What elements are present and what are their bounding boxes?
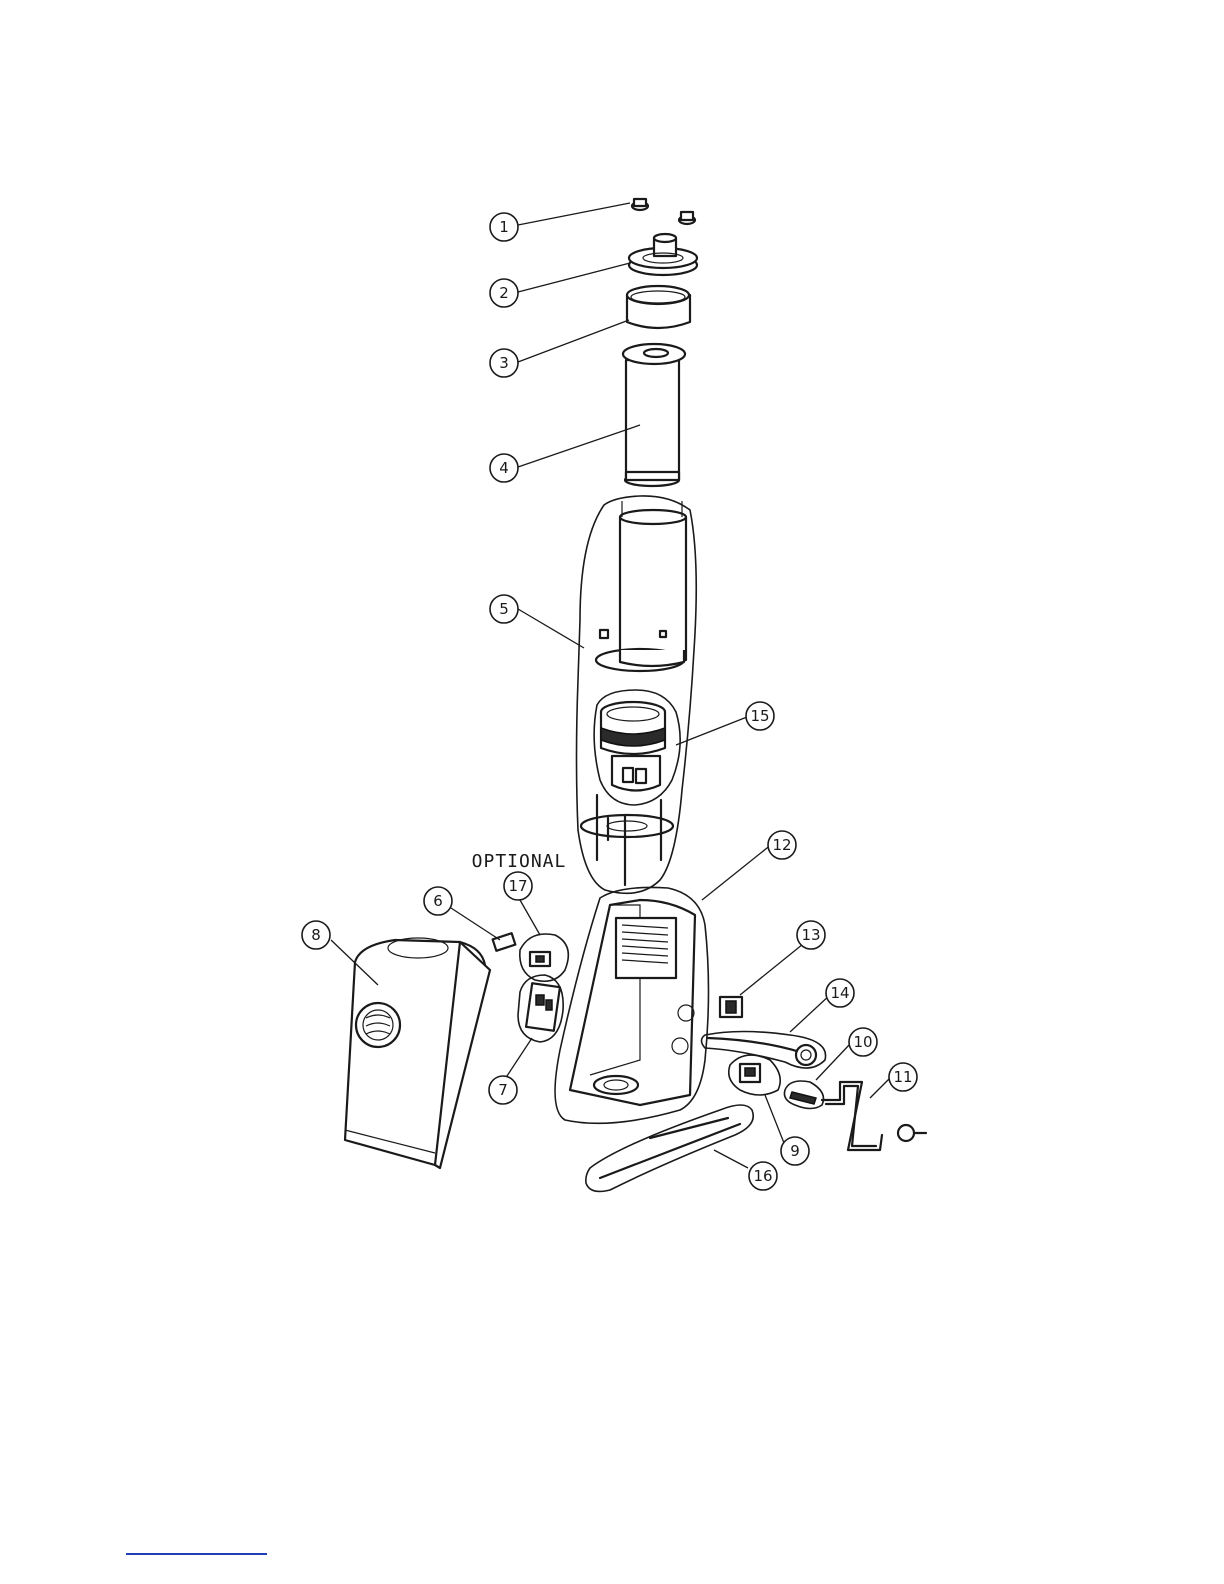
callout-label: 10 <box>853 1033 872 1051</box>
part-8-front-cover <box>345 938 490 1168</box>
part-6-bracket <box>493 933 516 951</box>
callout-label: 4 <box>499 459 509 477</box>
callout-1: 1 <box>490 213 518 241</box>
callout-8: 8 <box>302 921 330 949</box>
callout-label: 8 <box>311 926 321 944</box>
part-16-rods <box>586 1105 753 1191</box>
callout-label: 9 <box>790 1142 800 1160</box>
callout-2: 2 <box>490 279 518 307</box>
callout-label: 1 <box>499 218 509 236</box>
callout-label: 3 <box>499 354 509 372</box>
callout-15: 15 <box>746 702 774 730</box>
callout-label: 14 <box>830 984 849 1002</box>
part-14-cable-connector <box>702 1032 826 1069</box>
callout-label: 6 <box>433 892 443 910</box>
part-7-control-board <box>518 975 563 1042</box>
part-2-top-cap <box>629 234 697 275</box>
callout-6: 6 <box>424 887 452 915</box>
callout-label: 5 <box>499 600 509 618</box>
callout-13: 13 <box>797 921 825 949</box>
callout-label: 11 <box>893 1068 912 1086</box>
callout-5: 5 <box>490 595 518 623</box>
callout-7: 7 <box>489 1076 517 1104</box>
part-9-power-socket <box>729 1055 780 1095</box>
part-5-base-stand <box>581 795 673 885</box>
callout-14: 14 <box>826 979 854 1007</box>
callout-label: 15 <box>750 707 769 725</box>
part-12-chassis-frame <box>555 887 708 1123</box>
part-3-ring-sleeve <box>627 286 690 328</box>
callout-10: 10 <box>849 1028 877 1056</box>
callout-3: 3 <box>490 349 518 377</box>
part-11-power-cord <box>822 1082 926 1150</box>
part-15-motor-assembly <box>594 690 680 805</box>
part-10-cable-gland <box>784 1081 823 1109</box>
footer-link-underline <box>126 1553 267 1555</box>
part-1-knobs <box>632 199 695 224</box>
callout-label: 12 <box>772 836 791 854</box>
callout-9: 9 <box>781 1137 809 1165</box>
part-13-relay <box>720 997 742 1017</box>
optional-note: OPTIONAL <box>472 851 567 872</box>
callout-label: 13 <box>801 926 820 944</box>
part-17-optional-switch <box>520 934 569 981</box>
callout-label: 7 <box>498 1081 508 1099</box>
callout-label: 2 <box>499 284 509 302</box>
callout-17: 17 <box>504 872 532 900</box>
part-4-inner-tube <box>623 344 685 486</box>
callout-label: 17 <box>508 877 527 895</box>
callout-12: 12 <box>768 831 796 859</box>
callout-16: 16 <box>749 1162 777 1190</box>
callout-label: 16 <box>753 1167 772 1185</box>
callout-4: 4 <box>490 454 518 482</box>
callout-11: 11 <box>889 1063 917 1091</box>
